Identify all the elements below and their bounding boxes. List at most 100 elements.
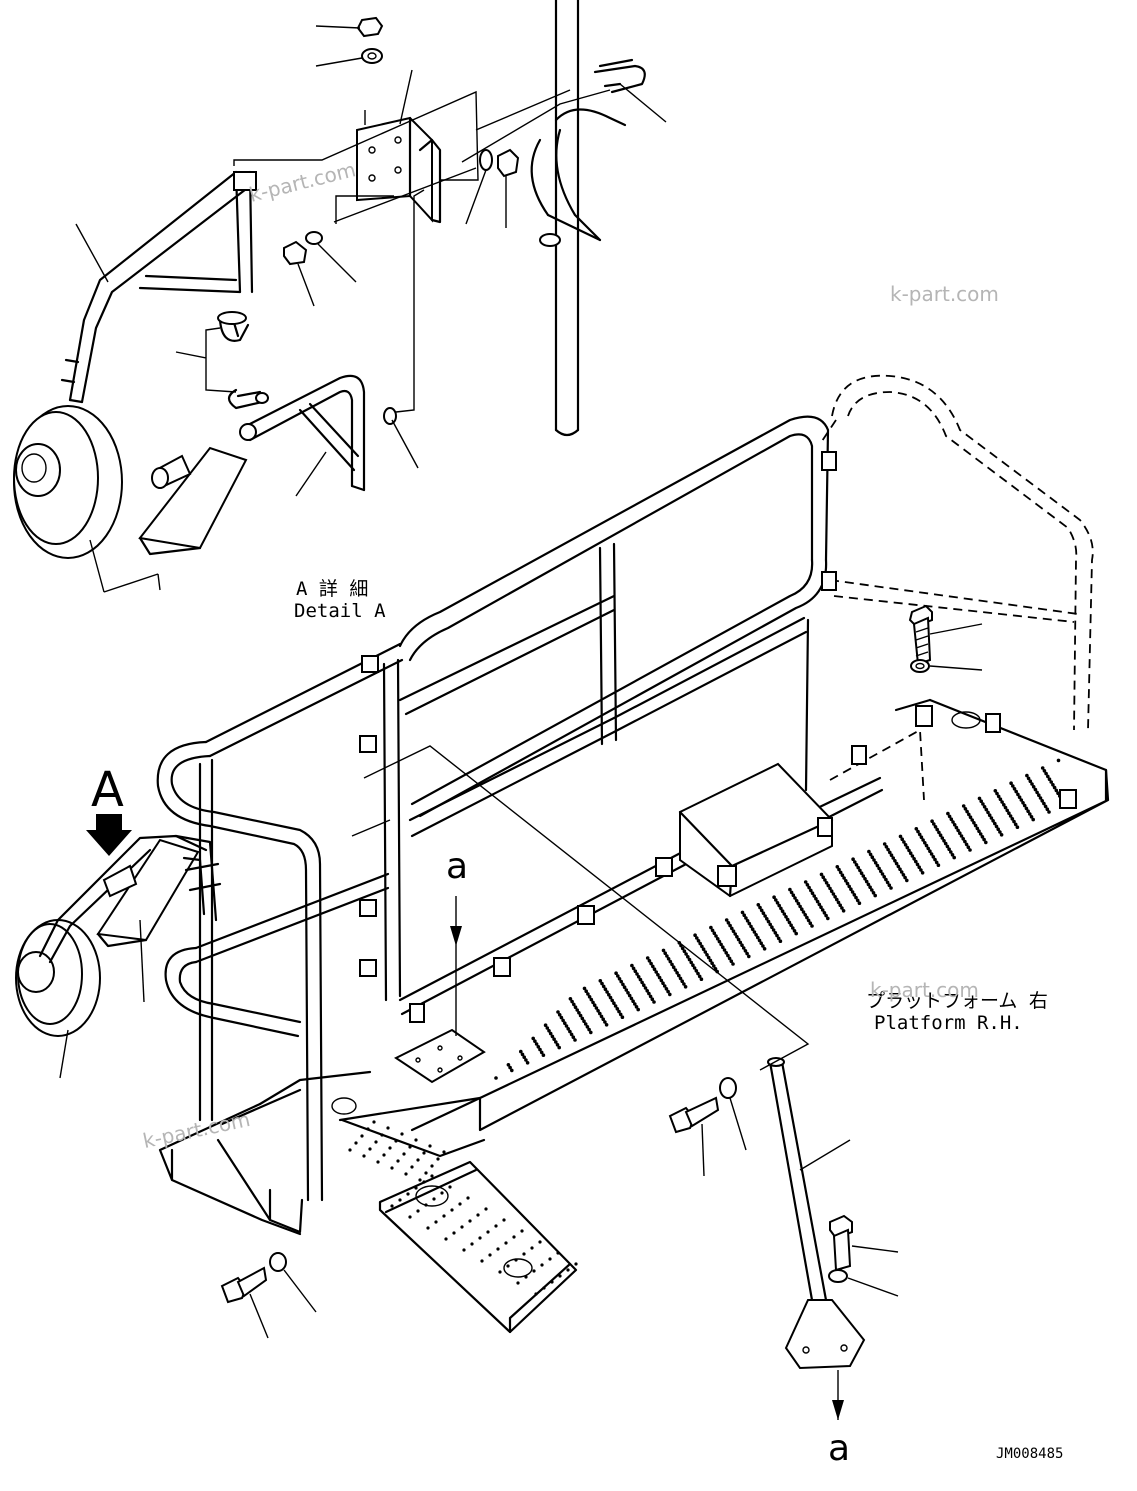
grating-hole: [882, 875, 886, 879]
grating-hole: [548, 1031, 553, 1036]
handrail-frame: [156, 374, 1094, 1202]
grating-hole: [1009, 781, 1013, 785]
grating-hole: [884, 877, 888, 882]
grating-hole: [678, 976, 683, 981]
grating-hole: [796, 901, 801, 906]
grating-hole: [868, 885, 872, 889]
step-hole: [496, 1247, 500, 1251]
grating-hole: [956, 828, 960, 833]
step-hole: [436, 1157, 440, 1161]
grating-hole: [1000, 800, 1004, 804]
grating-hole: [1044, 771, 1048, 776]
grating-hole: [700, 944, 704, 949]
grating-hole: [947, 847, 951, 851]
grating-hole: [1028, 812, 1032, 816]
grating-hole: [554, 1040, 558, 1044]
grating-hole: [726, 921, 731, 925]
grating-hole: [1051, 783, 1055, 787]
nut-washer-lower: [283, 231, 323, 266]
grating-hole: [824, 881, 829, 885]
step-hole: [442, 1214, 446, 1218]
grating-hole: [840, 906, 844, 910]
grating-hole: [984, 840, 988, 845]
grating-hole: [754, 933, 758, 937]
grating-hole: [550, 1034, 555, 1039]
grating-hole: [494, 1076, 498, 1080]
step-hole: [448, 1185, 452, 1189]
step-hole: [398, 1198, 402, 1202]
grating-hole: [888, 850, 892, 855]
step-hole: [452, 1231, 456, 1235]
grating-hole: [821, 875, 825, 879]
grating-hole: [898, 867, 902, 871]
grating-hole: [932, 822, 936, 826]
grating-hole: [950, 853, 955, 857]
grating-hole: [618, 1012, 623, 1017]
grating-hole: [671, 965, 676, 969]
grating-hole: [785, 917, 790, 922]
grating-hole: [921, 838, 925, 842]
section-arrow-top: [450, 896, 462, 1036]
grating-hole: [859, 871, 864, 875]
grating-hole: [1054, 788, 1059, 793]
grating-hole: [557, 1013, 562, 1017]
grating-hole: [931, 855, 936, 859]
step-hole: [524, 1275, 528, 1279]
grating-hole: [872, 858, 876, 862]
grating-hole: [901, 873, 906, 877]
grating-hole: [961, 804, 966, 808]
grating-hole: [563, 1021, 567, 1025]
grating-hole: [854, 863, 859, 867]
step-hole: [556, 1251, 560, 1255]
grating-hole: [933, 825, 938, 829]
grating-hole: [880, 872, 885, 876]
grating-hole: [884, 845, 889, 849]
grating-hole: [587, 995, 592, 999]
grating-hole: [879, 869, 883, 873]
grating-hole: [766, 919, 771, 924]
grating-hole: [652, 967, 657, 971]
grating-hole: [1035, 790, 1039, 795]
step-hole: [558, 1274, 562, 1278]
grating-hole: [749, 924, 753, 929]
grating-hole: [1016, 792, 1020, 797]
grating-hole: [902, 840, 906, 844]
grating-hole: [756, 935, 760, 940]
grating-hole: [905, 878, 909, 883]
step-hole: [386, 1126, 390, 1130]
grating-hole: [952, 855, 956, 860]
grating-hole: [541, 1053, 546, 1057]
grating-hole: [824, 913, 828, 918]
step-hole: [540, 1263, 544, 1267]
grating-hole: [745, 919, 750, 923]
grating-hole: [871, 891, 876, 895]
step-hole: [406, 1192, 410, 1196]
cab-pillar: [530, 0, 627, 437]
grating-hole: [845, 881, 850, 886]
grating-hole: [914, 827, 919, 831]
grating-hole: [1049, 780, 1053, 784]
grating-hole: [568, 1029, 572, 1034]
grating-hole: [738, 940, 743, 945]
grating-hole: [1025, 773, 1029, 778]
grating-hole: [973, 823, 978, 828]
step-hole: [368, 1147, 372, 1151]
grating-hole: [819, 872, 824, 877]
grating-hole: [545, 1026, 550, 1030]
grating-hole: [770, 925, 774, 929]
step-hole: [502, 1218, 506, 1222]
mirror-bracket: [356, 116, 442, 224]
step-hole: [424, 1171, 428, 1175]
step-hole: [416, 1158, 420, 1162]
drawing-number: JM008485: [996, 1446, 1064, 1462]
grating-hole: [696, 939, 701, 943]
grating-hole: [622, 985, 627, 989]
grating-hole: [1011, 784, 1015, 788]
grating-hole: [629, 996, 634, 1001]
step-hole: [442, 1150, 446, 1154]
grating-hole: [1010, 817, 1015, 821]
grating-hole: [986, 810, 990, 815]
grating-hole: [1056, 791, 1060, 795]
step-hole: [432, 1197, 436, 1201]
grating-hole: [752, 930, 757, 934]
